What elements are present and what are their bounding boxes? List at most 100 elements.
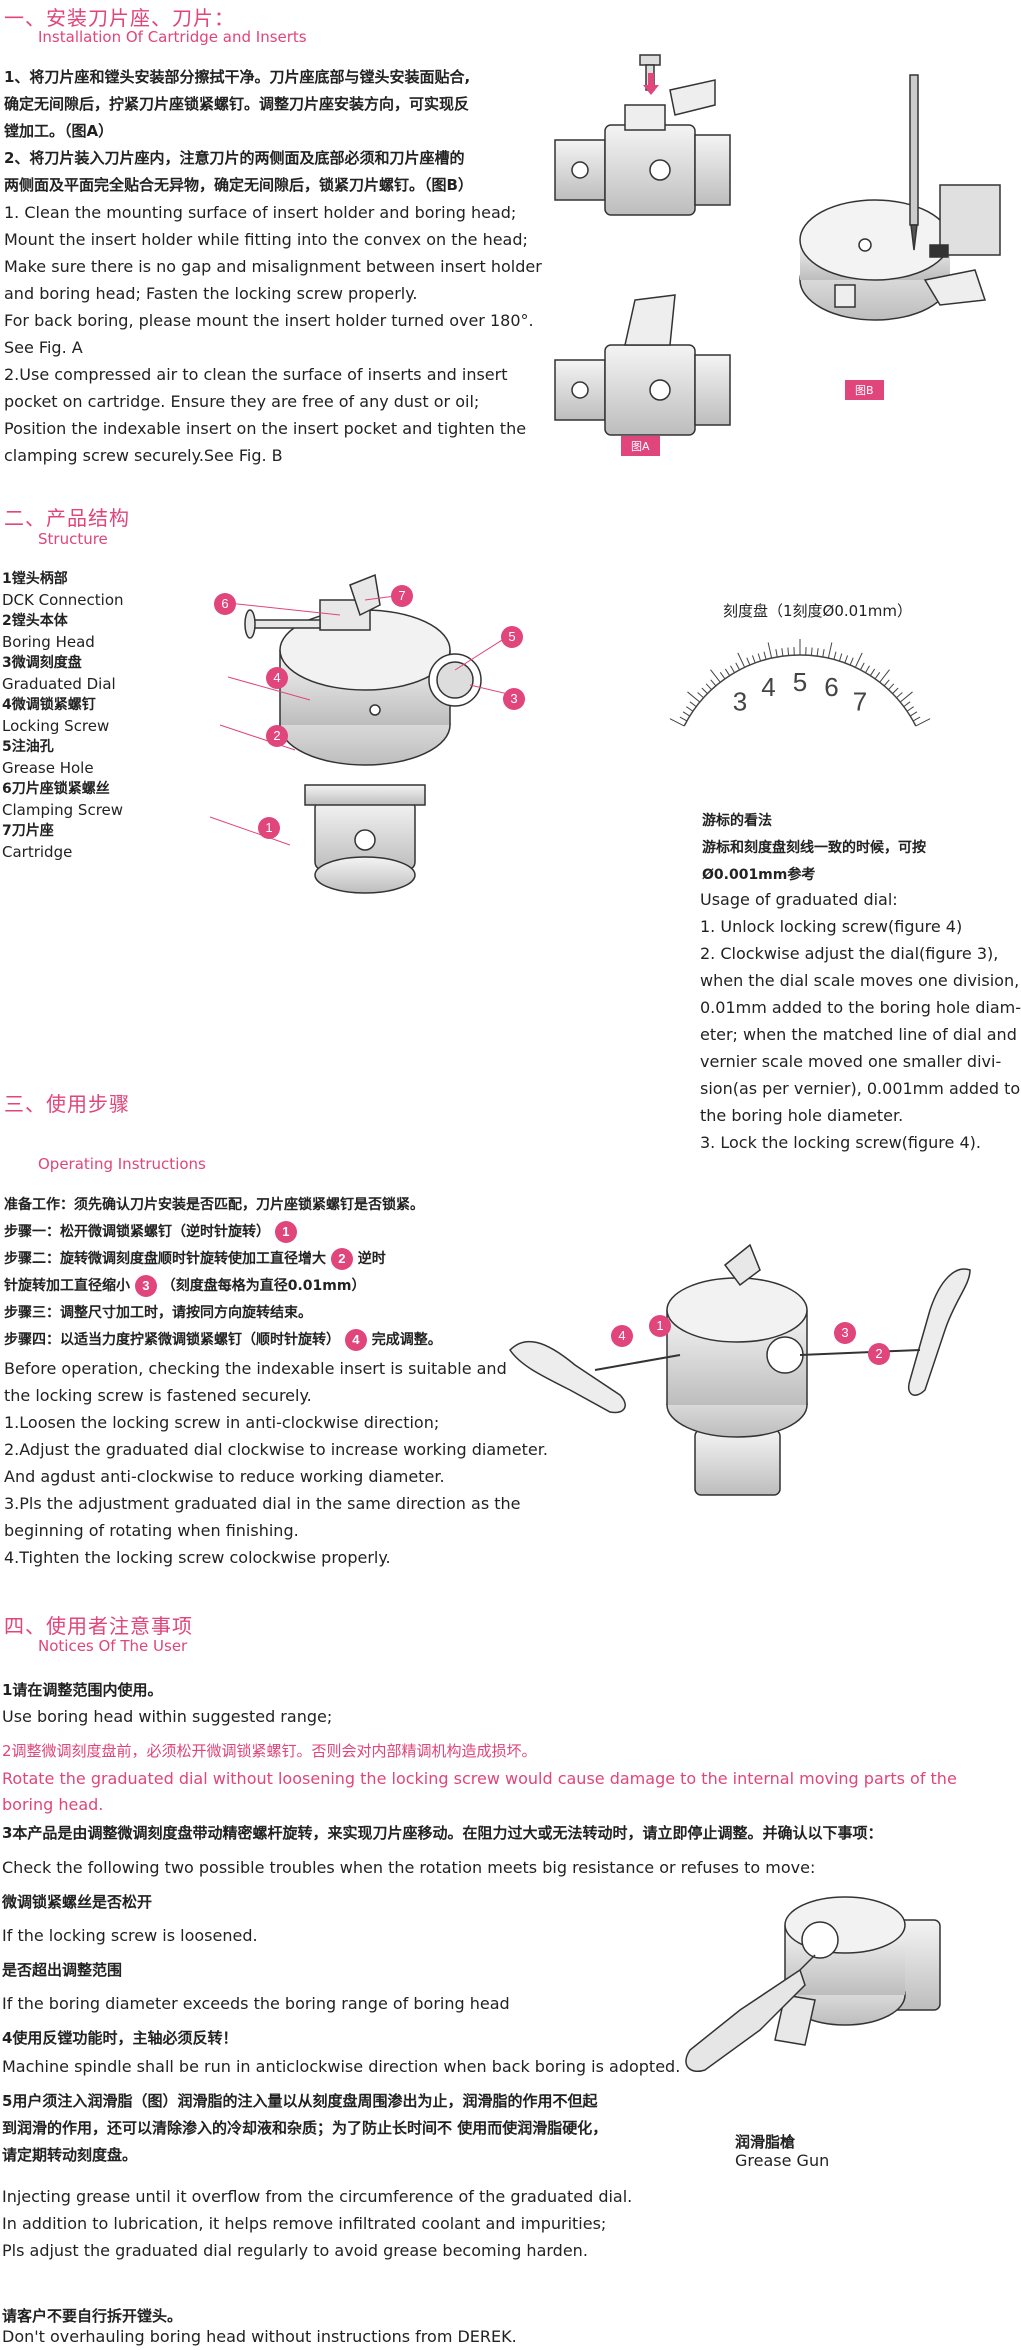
section1-line: Mount the insert holder while fitting in… bbox=[4, 230, 528, 249]
dial-tick bbox=[730, 665, 735, 673]
vernier-en-line: sion(as per vernier), 0.001mm added to bbox=[700, 1079, 1021, 1098]
part-name-en: Graduated Dial bbox=[2, 675, 116, 693]
grease-gun-drawing bbox=[685, 1896, 941, 2072]
part-name-en: Grease Hole bbox=[2, 759, 94, 777]
vernier-en-block: Usage of graduated dial:1. Unlock lockin… bbox=[700, 886, 1021, 1156]
prep-text: 准备工作：须先确认刀片安装是否匹配，刀片座锁紧螺钉是否锁紧。 bbox=[4, 1197, 424, 1213]
notice3a-zh: 微调锁紧螺丝是否松开 bbox=[2, 1893, 153, 1911]
section1-line: clamping screw securely.See Fig. B bbox=[4, 446, 283, 465]
section1-line: Position the indexable insert on the ins… bbox=[4, 419, 527, 438]
vernier-en-line: eter; when the matched line of dial and bbox=[700, 1025, 1017, 1044]
step2-cont: 针旋转加工直径缩小 3 （刻度盘每格为直径0.01mm） bbox=[4, 1273, 524, 1300]
vernier-zh-block: 游标的看法 游标和刻度盘刻线一致的时候，可按 Ø0.001mm参考 bbox=[702, 808, 926, 889]
section1-line: and boring head; Fasten the locking scre… bbox=[4, 284, 418, 303]
section1-line: pocket on cartridge. Ensure they are fre… bbox=[4, 392, 480, 411]
step-en-line: beginning of rotating when finishing. bbox=[4, 1521, 299, 1540]
section3-subtitle: Operating Instructions bbox=[38, 1155, 206, 1173]
dial-tick bbox=[669, 718, 685, 727]
dial-tick bbox=[746, 657, 751, 666]
notices-block: 1请在调整范围内使用。 Use boring head within sugge… bbox=[2, 1678, 992, 2264]
dial-tick bbox=[906, 706, 914, 712]
callout-5: 5 bbox=[501, 626, 523, 648]
op-callout-2: 2 bbox=[868, 1343, 890, 1365]
part-name-en: Cartridge bbox=[2, 843, 73, 861]
boring-head-drawing-b bbox=[799, 184, 1001, 321]
section1-line: 2.Use compressed air to clean the surfac… bbox=[4, 365, 508, 384]
section4-title: 四、使用者注意事项 bbox=[4, 1614, 193, 1638]
dial-tick bbox=[763, 651, 767, 660]
structure-drawing bbox=[209, 573, 513, 894]
notice2-en: Rotate the graduated dial without loosen… bbox=[2, 1769, 957, 1814]
section1-body: 1、将刀片座和镗头安装部分擦拭干净。刀片座底部与镗头安装面贴合,确定无间隙后，拧… bbox=[4, 64, 544, 469]
grease-gun-zh: 润滑脂槍 bbox=[735, 2133, 796, 2151]
callout-3: 3 bbox=[503, 688, 525, 710]
notice3-en: Check the following two possible trouble… bbox=[2, 1858, 816, 1877]
step2-badge: 2 bbox=[330, 1248, 353, 1270]
notice5-zh-1: 5用户须注入润滑脂（图）润滑脂的注入量以从刻度盘周围渗出为止，润滑脂的作用不但起 bbox=[2, 2092, 598, 2110]
section2-title: 二、产品结构 bbox=[4, 506, 130, 530]
down-arrow-icon bbox=[643, 73, 659, 95]
dial-tick bbox=[689, 701, 697, 708]
part-name-en: Locking Screw bbox=[2, 717, 110, 735]
dial-tick bbox=[860, 662, 865, 671]
vernier-zh-2: 游标和刻度盘刻线一致的时候，可按 bbox=[702, 840, 926, 856]
vernier-en-line: 0.01mm added to the boring hole diam- bbox=[700, 998, 1021, 1017]
dial-number: 4 bbox=[761, 672, 775, 702]
dial-tick bbox=[710, 679, 717, 687]
vernier-en-line: 2. Clockwise adjust the dial(figure 3), bbox=[700, 944, 999, 963]
figure-a-label: 图A bbox=[621, 436, 660, 456]
section1-line: 确定无间隙后，拧紧刀片座锁紧螺钉。调整刀片座安装方向，可实现反 bbox=[4, 95, 470, 113]
dial-tick bbox=[737, 652, 746, 668]
dial-tick bbox=[735, 662, 740, 671]
dial-tick bbox=[892, 687, 899, 695]
dial-tick bbox=[767, 642, 773, 659]
vernier-en-line: 1. Unlock locking screw(figure 4) bbox=[700, 917, 963, 936]
dial-tick bbox=[849, 657, 854, 666]
part-name-en: Clamping Screw bbox=[2, 801, 124, 819]
grease-gun-en: Grease Gun bbox=[735, 2151, 830, 2170]
callout-4: 4 bbox=[266, 667, 288, 689]
callout-1: 1 bbox=[258, 817, 280, 839]
step2-text: 步骤二：旋转微调刻度盘顺时针旋转使加工直径增大 2 逆时 bbox=[4, 1246, 524, 1273]
dial-tick bbox=[903, 701, 911, 708]
boring-head-drawing-a2 bbox=[554, 294, 731, 436]
section1-line: 镗加工。（图A） bbox=[4, 122, 114, 140]
section1-line: Make sure there is no gap and misalignme… bbox=[4, 257, 542, 276]
dial-number: 3 bbox=[733, 686, 747, 716]
final-notice-zh: 请客户不要自行拆开镗头。 bbox=[2, 2307, 183, 2325]
step-en-line: Before operation, checking the indexable… bbox=[4, 1359, 507, 1378]
operating-drawing bbox=[509, 1243, 971, 1496]
dial-tick bbox=[810, 647, 813, 656]
dial-title: 刻度盘（1刻度Ø0.01mm） bbox=[723, 602, 912, 620]
section1-line: For back boring, please mount the insert… bbox=[4, 311, 534, 330]
vernier-zh-1: 游标的看法 bbox=[702, 813, 772, 829]
notice1-zh: 1请在调整范围内使用。 bbox=[2, 1681, 163, 1699]
figure-b-label: 图B bbox=[845, 380, 884, 400]
dial-tick bbox=[775, 649, 778, 658]
dial-tick bbox=[710, 669, 721, 683]
dial-tick bbox=[854, 652, 863, 668]
section4-subtitle: Notices Of The User bbox=[38, 1637, 188, 1655]
dial-tick bbox=[838, 653, 843, 662]
dial-tick bbox=[687, 691, 701, 703]
op-callout-3: 3 bbox=[834, 1322, 856, 1344]
section1-subtitle: Installation Of Cartridge and Inserts bbox=[38, 28, 307, 46]
dial-tick bbox=[896, 692, 903, 699]
part-name-zh: 1镗头柄部 bbox=[2, 571, 68, 587]
dial-tick bbox=[833, 651, 837, 660]
section1-line: See Fig. A bbox=[4, 338, 83, 357]
section1-title: 一、安装刀片座、刀片： bbox=[4, 6, 235, 30]
notice5-zh-2: 到润滑的作用，还可以清除渗入的冷却液和杂质；为了防止长时间不 使用而使润滑脂硬化… bbox=[2, 2119, 608, 2137]
dial-number: 6 bbox=[824, 672, 838, 702]
dial-tick bbox=[679, 716, 688, 722]
dial-tick bbox=[705, 683, 712, 691]
installation-figures bbox=[554, 54, 1001, 436]
step4-text: 步骤四：以适当力度拧紧微调锁紧螺钉（顺时针旋转） 4 完成调整。 bbox=[4, 1327, 524, 1354]
dial-tick bbox=[899, 691, 913, 703]
notice5-zh-3: 请定期转动刻度盘。 bbox=[2, 2146, 138, 2164]
step1-badge: 1 bbox=[274, 1221, 297, 1243]
section1-line: 两侧面及平面完全贴合无异物，确定无间隙后，锁紧刀片螺钉。（图B） bbox=[4, 176, 473, 194]
dial-tick bbox=[816, 648, 819, 657]
step4-badge: 4 bbox=[344, 1329, 367, 1351]
notice3b-zh: 是否超出调整范围 bbox=[2, 1961, 123, 1979]
